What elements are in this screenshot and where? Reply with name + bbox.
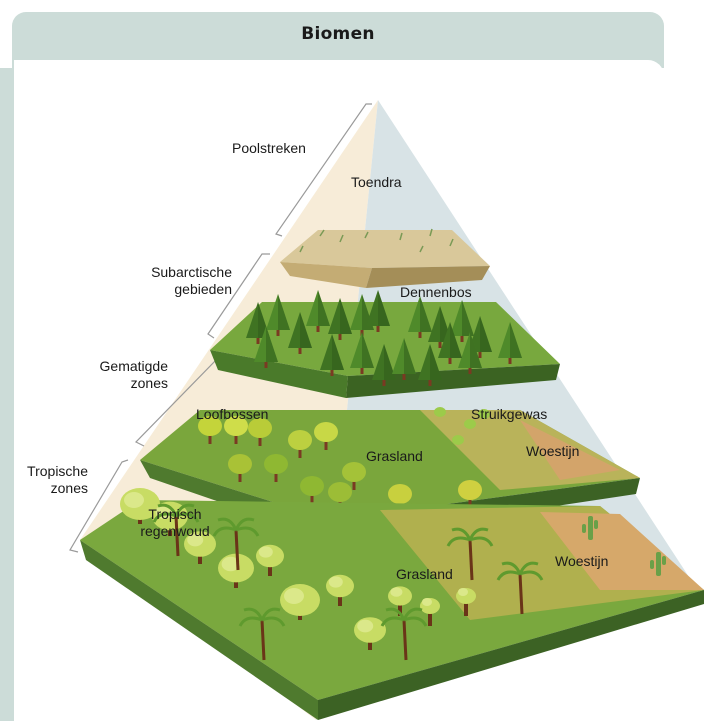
biome-label-temperate-desert: Woestijn — [526, 443, 580, 459]
biome-label-deciduous-forest: Loofbossen — [196, 406, 269, 422]
zone-label-temperate-line1: Gematigde — [99, 358, 168, 374]
pine-tree — [418, 344, 442, 386]
pine-tree — [366, 290, 390, 332]
pine-tree — [458, 332, 482, 374]
deciduous-tree — [224, 416, 248, 444]
rainforest-tree — [280, 584, 320, 620]
pine-tree — [392, 338, 416, 380]
cactus — [650, 552, 666, 576]
deciduous-trees — [198, 407, 490, 512]
pine-trees — [246, 290, 522, 386]
deciduous-tree — [264, 454, 288, 482]
deciduous-tree — [228, 454, 252, 482]
pine-tree — [306, 290, 330, 332]
tier-tundra — [280, 228, 490, 288]
header-tab — [12, 12, 664, 68]
pine-tree — [450, 300, 474, 342]
deciduous-tree — [198, 416, 222, 444]
zone-label-tropical-line1: Tropische — [27, 463, 88, 479]
palm-tree — [212, 517, 260, 571]
biome-label-rainforest-line1: Tropisch — [148, 506, 202, 522]
left-frame-band — [0, 68, 14, 721]
biome-label-shrubland: Struikgewas — [471, 406, 548, 422]
palm-tree — [152, 503, 200, 557]
zone-label-subarctic-line2: gebieden — [174, 281, 232, 297]
biome-label-rainforest: Tropisch regenwoud — [130, 506, 220, 540]
shrub — [464, 419, 476, 429]
deciduous-tree — [458, 480, 482, 508]
pine-tree — [328, 298, 352, 340]
bracket-tropical — [69, 459, 129, 553]
rainforest-tree — [256, 544, 284, 576]
deciduous-tree — [288, 430, 312, 458]
zone-label-temperate-line2: zones — [130, 375, 168, 391]
pine-tree — [438, 322, 462, 364]
shrub — [478, 409, 490, 419]
pine-tree — [350, 332, 374, 374]
shrub — [434, 407, 446, 417]
deciduous-tree — [342, 462, 366, 490]
zone-label-tropical-line2: zones — [50, 480, 88, 496]
bracket-polar — [275, 103, 372, 237]
pine-tree — [288, 312, 312, 354]
palm-tree — [380, 607, 428, 661]
rainforest-tree — [326, 574, 354, 606]
palm-tree — [238, 607, 286, 661]
pine-tree — [468, 316, 492, 358]
palm-tree — [496, 561, 544, 615]
rainforest-tree — [184, 531, 216, 564]
zone-label-temperate: Gematigde zones — [60, 358, 168, 392]
deciduous-tree — [248, 418, 272, 446]
zone-label-subarctic: Subarctische gebieden — [120, 264, 232, 298]
biome-label-tundra: Toendra — [351, 174, 402, 190]
rainforest-tree — [120, 488, 160, 524]
zone-label-subarctic-line1: Subarctische — [151, 264, 232, 280]
rainforest-tree — [456, 588, 476, 616]
tropical-trees — [120, 488, 666, 661]
biome-label-tropical-desert: Woestijn — [555, 553, 609, 569]
rainforest-tree — [218, 553, 254, 588]
biome-label-rainforest-line2: regenwoud — [140, 523, 210, 539]
palm-tree — [446, 527, 494, 581]
biome-label-tropical-grassland: Grasland — [396, 566, 453, 582]
zone-brackets — [69, 103, 372, 553]
page-title: Biomen — [301, 24, 375, 44]
pine-tree — [254, 326, 278, 368]
pine-tree — [408, 296, 432, 338]
bracket-subarctic — [207, 253, 270, 339]
deciduous-tree — [314, 422, 338, 450]
shrub — [452, 435, 464, 445]
zone-label-tropical: Tropische zones — [14, 463, 88, 497]
rainforest-tree — [354, 617, 386, 650]
pine-tree — [266, 294, 290, 336]
cactus — [582, 516, 598, 540]
rainforest-tree — [388, 586, 412, 616]
biome-label-pine-forest: Dennenbos — [400, 284, 472, 300]
biome-label-temperate-grassland: Grasland — [366, 448, 423, 464]
pine-tree — [320, 334, 344, 376]
pine-tree — [498, 322, 522, 364]
rainforest-tree — [420, 598, 440, 626]
deciduous-tree — [300, 476, 324, 504]
zone-label-polar: Poolstreken — [232, 140, 306, 156]
